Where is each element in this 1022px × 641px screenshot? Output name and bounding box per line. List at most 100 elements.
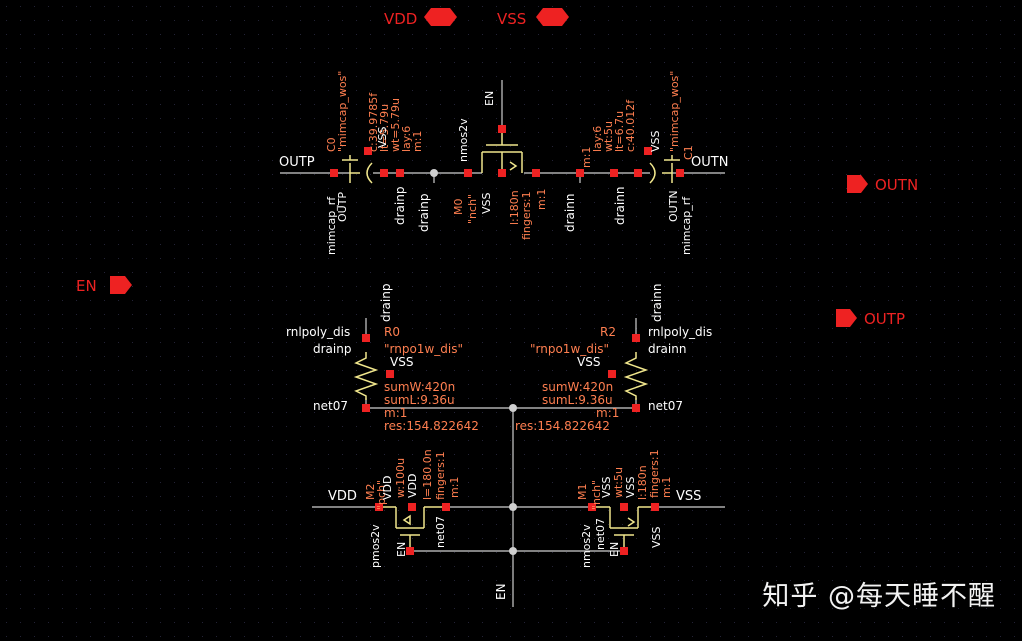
r0-symbol: rnlpoly_dis bbox=[286, 325, 350, 339]
net-label-drainn-b: drainn bbox=[613, 187, 627, 225]
c0-pin: OUTP bbox=[336, 192, 349, 222]
m2-cell: "pch" bbox=[375, 480, 388, 510]
m1-gate-en: EN bbox=[608, 542, 621, 557]
pin-outp[interactable]: OUTP bbox=[836, 309, 905, 328]
c1-cell: "mimcap_wos" bbox=[668, 71, 681, 152]
net-label-outp: OUTP bbox=[279, 155, 315, 170]
c0-cell: "mimcap_wos" bbox=[336, 71, 349, 152]
r0-drain-label: drainp bbox=[313, 342, 351, 356]
m0-model: nmos2v bbox=[457, 118, 470, 162]
m0-fingers: fingers:1 bbox=[520, 191, 533, 240]
r0-cell: "rnpo1w_dis" bbox=[384, 342, 463, 356]
pin-outn[interactable]: OUTN bbox=[847, 175, 918, 194]
c0-m: m:1 bbox=[411, 131, 424, 152]
m0-l: l:180n bbox=[508, 190, 521, 225]
m2-w: w:100u bbox=[394, 458, 407, 498]
net-label-drainn-c: drainn bbox=[650, 284, 664, 322]
r0-net07: net07 bbox=[313, 399, 348, 413]
c0-wt: wt=5.79u bbox=[389, 98, 402, 152]
pin-stub-drainp bbox=[396, 169, 404, 177]
r0-suml: sumL:9.36u bbox=[384, 393, 455, 407]
nmos-m0[interactable] bbox=[464, 125, 540, 177]
m1-cell: "nch" bbox=[590, 480, 603, 510]
c1-lay: lay:6 bbox=[591, 126, 604, 152]
c1-lt: lt=6.7u bbox=[613, 111, 626, 152]
c1-symbol: mimcap_rf bbox=[680, 196, 693, 255]
m2-fingers: fingers:1 bbox=[434, 451, 447, 500]
capacitor-c1[interactable] bbox=[634, 147, 684, 184]
c0-symbol: mimcap_rf bbox=[325, 196, 338, 255]
r2-drain-label: drainn bbox=[648, 342, 686, 356]
m0-gate-label: EN bbox=[483, 91, 496, 106]
c1-m: m:1 bbox=[580, 147, 593, 168]
m1-name: M1 bbox=[576, 484, 589, 501]
m1-model: nmos2v bbox=[580, 524, 593, 568]
c0-lt: lt=5.79u bbox=[378, 104, 391, 152]
pin-vss[interactable]: VSS bbox=[497, 8, 569, 28]
c0-lay: lay:6 bbox=[400, 126, 413, 152]
capacitor-c0[interactable] bbox=[330, 147, 388, 184]
m1-m: m:1 bbox=[660, 477, 673, 498]
r2-suml: sumL:9.36u bbox=[542, 393, 613, 407]
net-label-drainp-a: drainp bbox=[393, 187, 407, 225]
m2-name: M2 bbox=[364, 484, 377, 501]
m0-vss: VSS bbox=[480, 192, 493, 214]
m2-l: l=180.0n bbox=[421, 449, 434, 500]
rail-vdd-label: VDD bbox=[328, 489, 357, 504]
svg-text:OUTN: OUTN bbox=[875, 176, 918, 194]
net-label-outn: OUTN bbox=[691, 155, 728, 170]
junction-net07 bbox=[509, 404, 517, 412]
r2-name: R2 bbox=[600, 325, 616, 339]
m1-w: wt:5u bbox=[612, 467, 625, 498]
r2-cell: "rnpo1w_dis" bbox=[530, 342, 609, 356]
c1-pin: OUTN bbox=[667, 190, 680, 222]
c1-vss: VSS bbox=[649, 130, 662, 152]
rail-vss-label: VSS bbox=[676, 489, 701, 504]
resistor-r2[interactable] bbox=[608, 334, 649, 412]
r2-m: m:1 bbox=[596, 406, 619, 420]
svg-text:OUTP: OUTP bbox=[864, 310, 905, 328]
r0-name: R0 bbox=[384, 325, 400, 339]
r2-sumw: sumW:420n bbox=[542, 380, 613, 394]
net-label-drainp-c: drainp bbox=[379, 284, 393, 322]
c0-vss: VSS bbox=[376, 126, 389, 148]
c0-name: C0 bbox=[325, 137, 338, 152]
m2-gate-en: EN bbox=[395, 542, 408, 557]
nmos-m1[interactable] bbox=[588, 503, 659, 555]
m1-fingers: fingers:1 bbox=[648, 449, 661, 498]
m1-net07: net07 bbox=[594, 518, 607, 550]
r2-symbol: rnlpoly_dis bbox=[648, 325, 712, 339]
m2-vdd: VDD bbox=[381, 476, 394, 500]
watermark: 知乎 @每天睡不醒 bbox=[762, 581, 996, 612]
m1-l: l:180n bbox=[636, 465, 649, 500]
junctions-bottom bbox=[509, 503, 517, 555]
c1-wt: wt:5u bbox=[602, 121, 615, 152]
resistor-r0[interactable] bbox=[353, 334, 394, 412]
pin-stub-drainn-b bbox=[610, 169, 618, 177]
m0-cell: "nch" bbox=[466, 194, 479, 224]
pin-en[interactable]: EN bbox=[76, 276, 132, 295]
svg-text:EN: EN bbox=[76, 277, 97, 295]
net-label-drainn-a: drainn bbox=[563, 194, 577, 232]
m0-name: M0 bbox=[452, 199, 465, 216]
m2-m: m:1 bbox=[448, 477, 461, 498]
m1-vss-c: VSS bbox=[650, 526, 663, 548]
r0-sumw: sumW:420n bbox=[384, 380, 455, 394]
r2-net07: net07 bbox=[648, 399, 683, 413]
c1-name: C1 bbox=[682, 145, 695, 160]
m2-vdd-b: VDD bbox=[406, 474, 419, 498]
pin-vdd[interactable]: VDD bbox=[384, 8, 457, 28]
svg-text:VDD: VDD bbox=[384, 10, 417, 28]
c1-cap: c:40.012f bbox=[624, 99, 637, 152]
m2-net07: net07 bbox=[434, 516, 447, 548]
m2-model: pmos2v bbox=[369, 524, 382, 568]
m1-vss-b: VSS bbox=[624, 476, 637, 498]
r0-vss: VSS bbox=[390, 355, 413, 369]
r0-res: res:154.822642 bbox=[384, 419, 479, 433]
pin-stub-drainn-a bbox=[576, 169, 584, 177]
r2-res: res:154.822642 bbox=[515, 419, 610, 433]
c0-cap: c:39.9785f bbox=[367, 92, 380, 152]
r0-m: m:1 bbox=[384, 406, 407, 420]
pmos-m2[interactable] bbox=[375, 503, 450, 555]
